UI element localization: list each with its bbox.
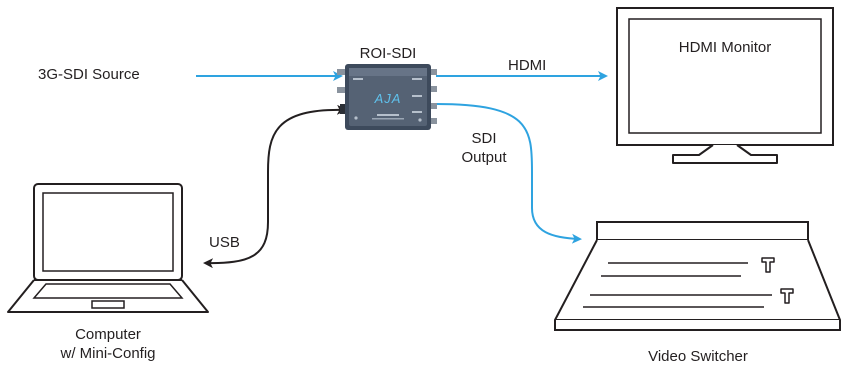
computer-label-line1: Computer [75,326,141,343]
sdi-label-line1: SDI [471,130,497,147]
monitor-label: HDMI Monitor [678,39,772,56]
aja-roi-sdi-converter-icon: AJA [337,64,437,130]
hdmi-label: HDMI [508,57,547,74]
monitor-icon [616,7,834,164]
usb-label: USB [209,234,240,251]
computer-label: Computer w/ Mini-Config [48,325,168,363]
sdi-output-arrow [435,103,582,244]
video-switcher-icon [554,221,841,331]
source-label: 3G-SDI Source [38,66,140,83]
device-logo: AJA [374,91,402,106]
laptop-icon [7,183,209,313]
computer-label-line2: w/ Mini-Config [60,345,156,362]
usb-bidirectional-arrow [203,104,347,269]
sdi-output-label: SDI Output [454,129,514,167]
sdi-label-line2: Output [461,149,507,166]
switcher-label: Video Switcher [648,348,748,365]
device-label: ROI-SDI [359,45,417,62]
